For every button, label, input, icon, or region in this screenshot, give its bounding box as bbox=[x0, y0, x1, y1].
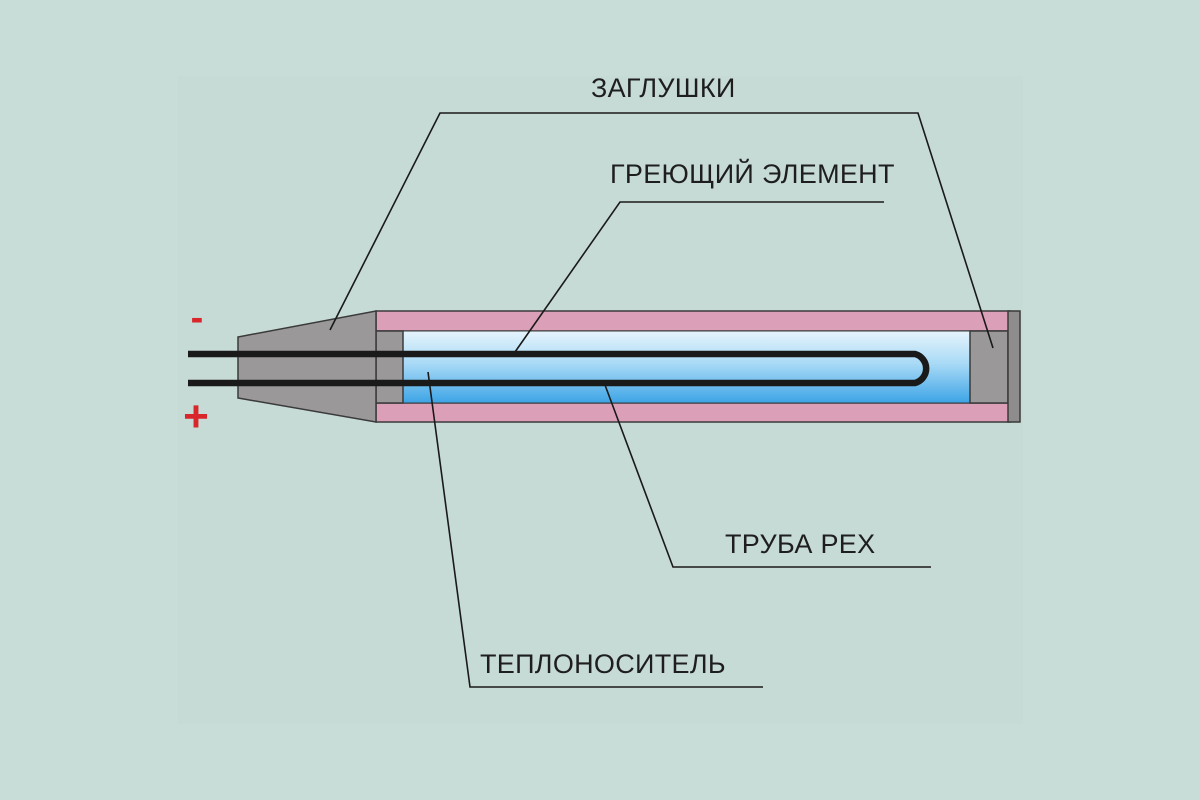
plug-right bbox=[969, 330, 1009, 404]
pex-pipe-leader-line bbox=[604, 384, 931, 568]
negative-terminal-sign: - bbox=[191, 297, 204, 339]
label-heating-element: ГРЕЮЩИЙ ЭЛЕМЕНТ bbox=[610, 158, 895, 189]
heat-carrier-leader-line bbox=[427, 371, 763, 688]
heating-element-wire bbox=[188, 350, 930, 387]
heating-element-leader-line bbox=[514, 201, 884, 353]
plug-left-inner bbox=[375, 330, 404, 404]
label-plugs: ЗАГЛУШКИ bbox=[591, 73, 736, 103]
label-pex-pipe: ТРУБА PEX bbox=[725, 529, 875, 559]
heat-carrier-fluid bbox=[402, 330, 971, 404]
end-cap-right bbox=[1007, 310, 1021, 423]
positive-terminal-sign: + bbox=[183, 392, 209, 441]
plugs-leader-line bbox=[329, 112, 994, 349]
label-heat-carrier: ТЕПЛОНОСИТЕЛЬ bbox=[480, 649, 726, 679]
pipe-wall-top bbox=[375, 310, 1011, 332]
pipe-wall-bottom bbox=[375, 402, 1011, 423]
